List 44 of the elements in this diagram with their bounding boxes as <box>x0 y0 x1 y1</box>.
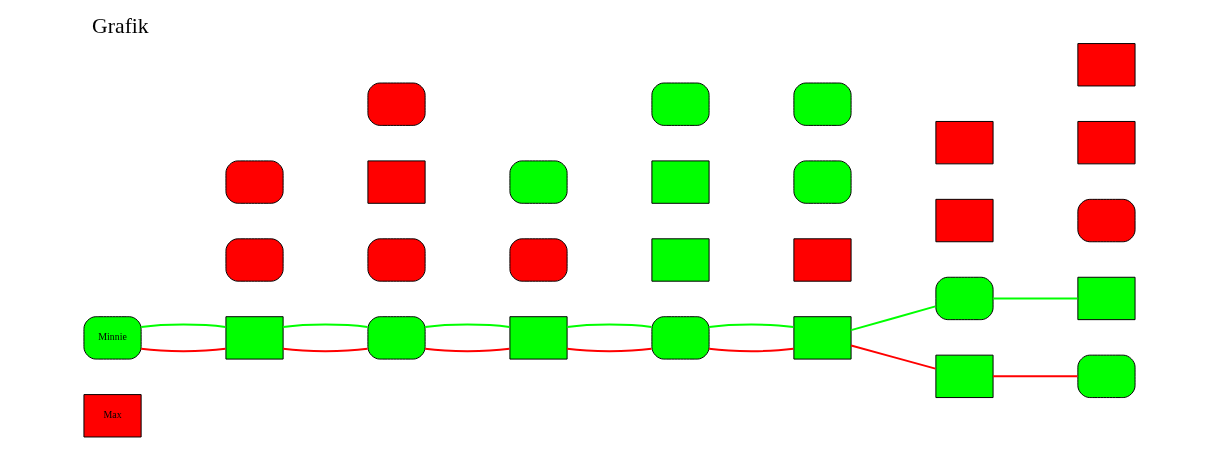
node-box <box>1076 43 1136 87</box>
connector <box>281 347 368 353</box>
node-rounded <box>366 316 426 360</box>
node-rounded <box>366 82 426 126</box>
node-rounded <box>792 160 852 204</box>
node-box: Minnie <box>82 316 142 360</box>
node-box <box>792 316 852 360</box>
node-box <box>1076 276 1136 321</box>
node-rounded <box>366 238 426 282</box>
node-box <box>1076 120 1136 165</box>
node-box: Max <box>82 394 142 438</box>
connector <box>991 375 1078 378</box>
node-box <box>224 316 284 360</box>
connector <box>139 323 226 329</box>
node-box <box>508 316 568 360</box>
connector <box>139 347 226 353</box>
connector <box>849 305 936 332</box>
connector <box>281 323 368 329</box>
connector <box>565 323 652 329</box>
node-rounded <box>508 160 568 204</box>
connector <box>991 297 1078 300</box>
connector <box>565 347 652 353</box>
node-box <box>934 120 994 165</box>
node-box <box>792 238 852 282</box>
diagram-title: Grafik <box>91 14 149 39</box>
node-rounded <box>650 316 710 360</box>
node-box <box>650 238 710 282</box>
node-box <box>650 160 710 204</box>
connector <box>849 344 936 370</box>
node-rounded <box>508 238 568 282</box>
node-rounded <box>1076 198 1136 243</box>
node-box <box>934 198 994 243</box>
node-rounded <box>224 238 284 282</box>
node-rounded <box>224 160 284 204</box>
connector <box>423 323 510 329</box>
node-rounded <box>934 276 994 321</box>
connector <box>423 347 510 353</box>
connector <box>707 347 794 353</box>
node-box <box>934 354 994 399</box>
node-rounded <box>650 82 710 126</box>
node-box <box>366 160 426 204</box>
node-rounded <box>792 82 852 126</box>
connector <box>707 323 794 329</box>
node-rounded <box>1076 354 1136 399</box>
